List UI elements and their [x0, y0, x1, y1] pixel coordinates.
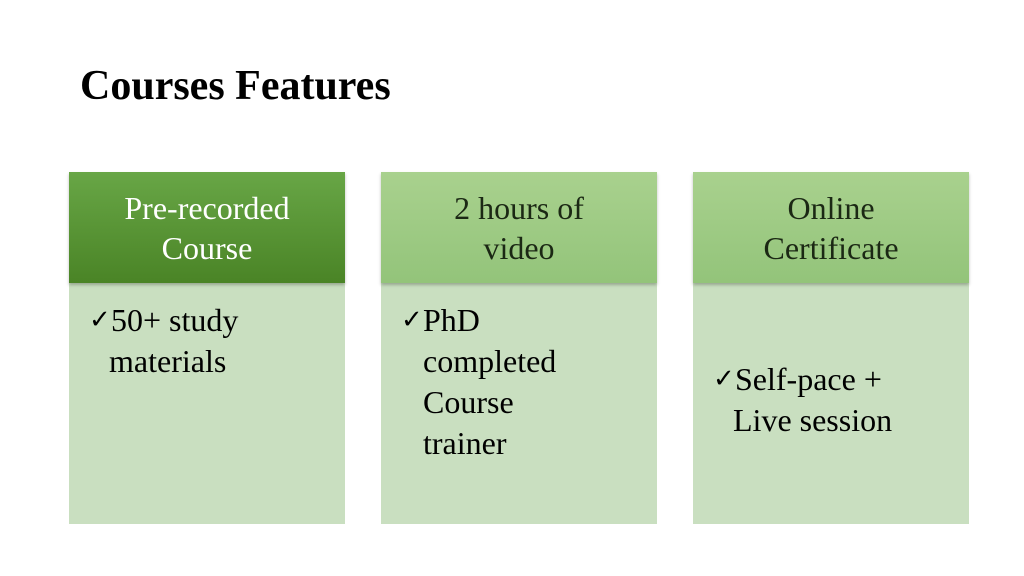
bullet-item: ✓ 50+ study materials [89, 300, 345, 382]
card-header-line: Online [787, 189, 875, 226]
bullet-line: PhD [423, 302, 480, 338]
bullet-line: materials [109, 343, 227, 379]
check-mark-icon: ✓ [401, 305, 423, 335]
card-body: ✓ 50+ study materials [69, 283, 345, 524]
check-mark-icon: ✓ [89, 305, 111, 335]
bullet-item: ✓ Self-pace + Live session [713, 359, 892, 441]
bullet-line: Live session [733, 401, 893, 438]
bullet-item: ✓ PhD completed Course trainer [401, 300, 657, 464]
card-header-line: 2 hours of [454, 189, 584, 226]
card-body: ✓ PhD completed Course trainer [381, 283, 657, 524]
card-body: ✓ Self-pace + Live session [693, 283, 969, 524]
bullet-line: Course [423, 384, 514, 420]
bullet-line: Self-pace + [735, 360, 882, 397]
feature-card-video-hours: 2 hours of video ✓ PhD completed Course … [381, 172, 657, 524]
card-header-line: Certificate [763, 229, 899, 266]
card-header-line: Pre-recorded [124, 189, 290, 226]
bullet-line: trainer [423, 425, 507, 461]
card-header-line: video [483, 229, 555, 266]
card-header: Online Certificate [693, 172, 969, 283]
feature-card-pre-recorded: Pre-recorded Course ✓ 50+ study material… [69, 172, 345, 524]
slide-title: Courses Features [80, 63, 391, 109]
card-header-line: Course [161, 229, 253, 266]
bullet-line: 50+ study [111, 302, 239, 338]
card-header: Pre-recorded Course [69, 172, 345, 283]
feature-card-online-certificate: Online Certificate ✓ Self-pace + Live se… [693, 172, 969, 524]
check-mark-icon: ✓ [713, 363, 735, 394]
bullet-line: completed [423, 343, 557, 379]
card-header: 2 hours of video [381, 172, 657, 283]
